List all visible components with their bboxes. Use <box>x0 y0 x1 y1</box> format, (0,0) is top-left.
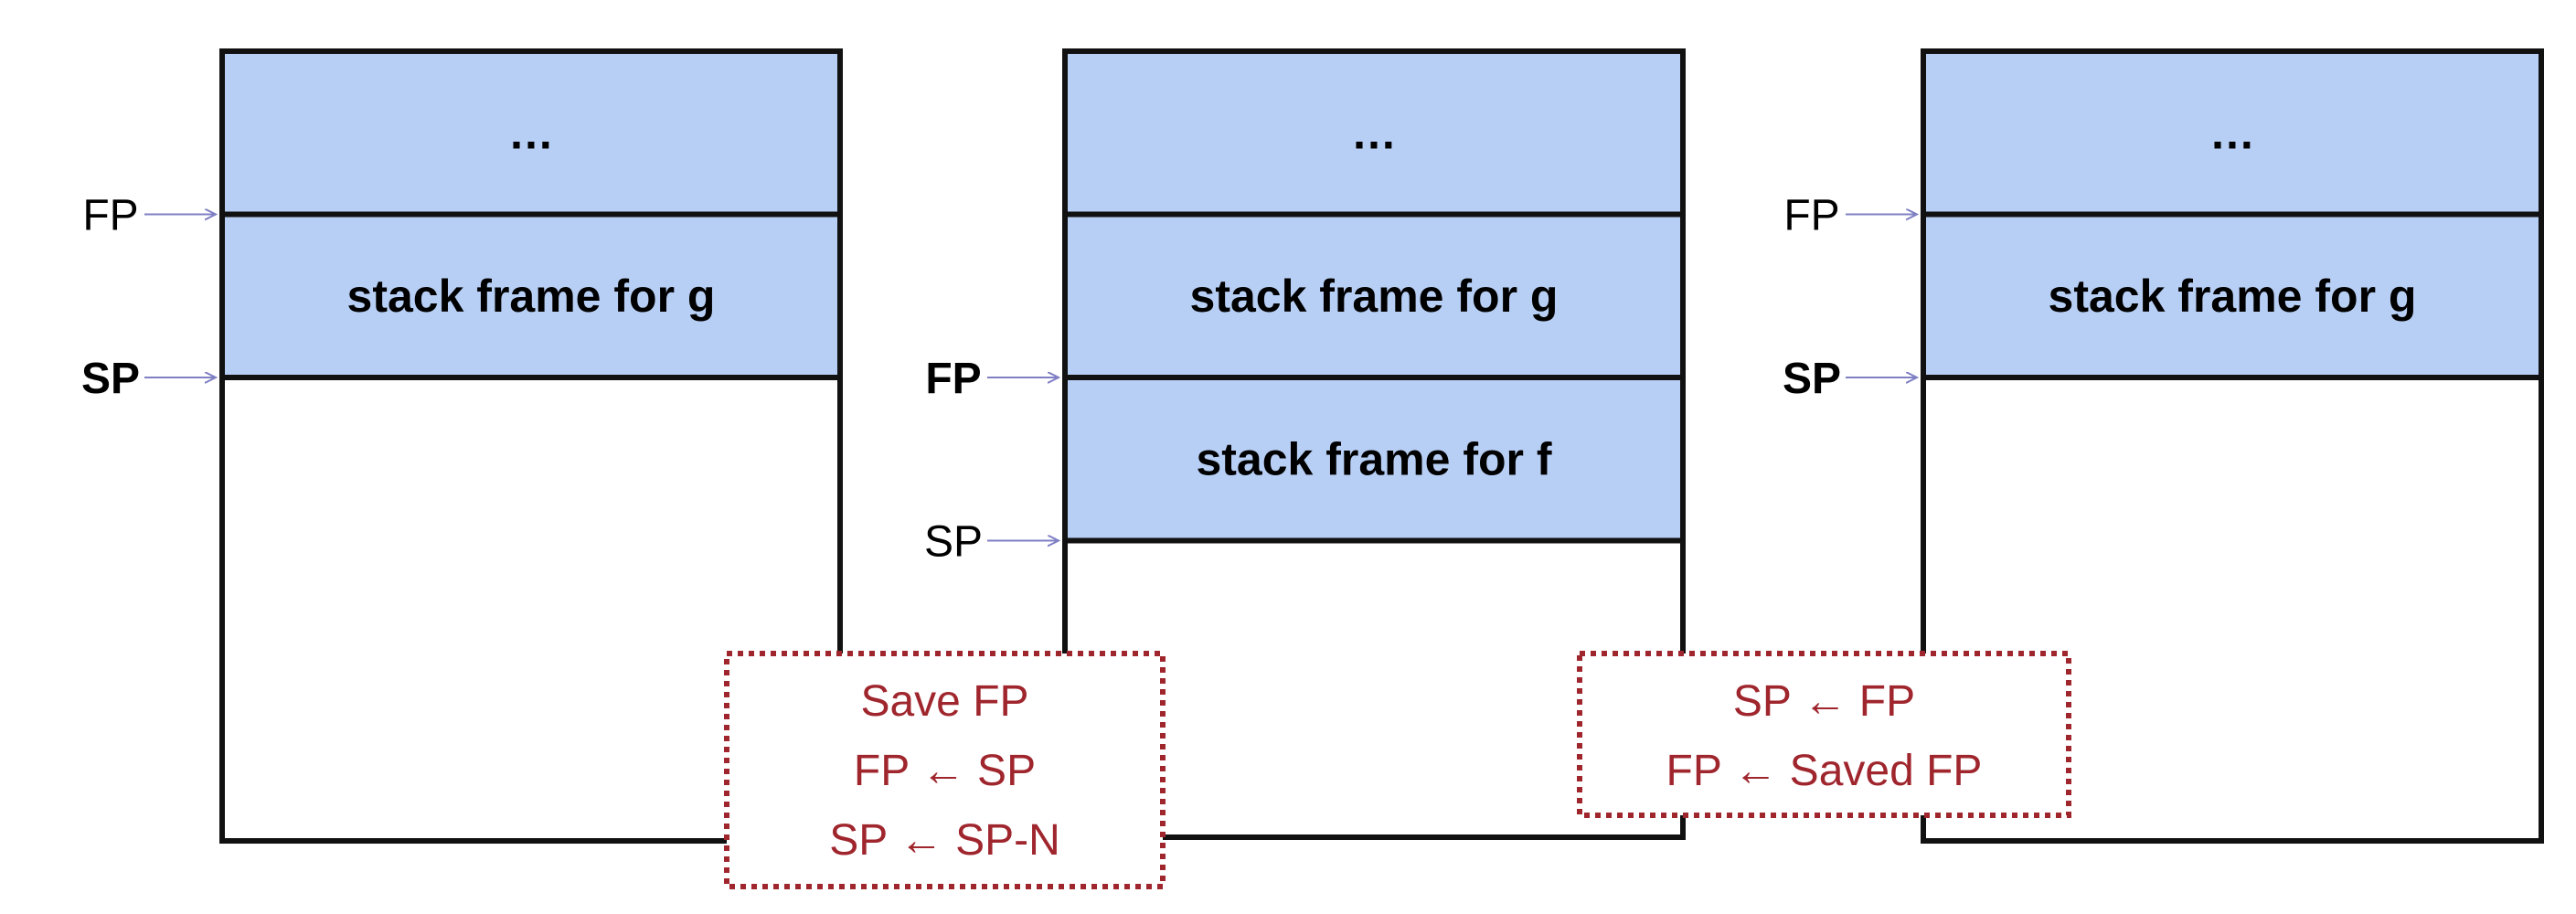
stack-1-cell-1 <box>222 51 840 215</box>
stack-2-fp-label: FP <box>925 355 981 403</box>
epilogue-note-box <box>1577 651 2071 818</box>
stacks: … stack frame for g FP SP … stack frame for g… <box>81 48 2544 844</box>
epilogue-line-1: SP ← FP <box>1733 677 1915 726</box>
stack-2-cell-1-label: … <box>1351 107 1397 158</box>
stack-3: … stack frame for g FP SP <box>1783 48 2544 844</box>
stack-2: … stack frame for g stack frame for f FP SP <box>924 48 1686 840</box>
stack-1-fp-label: FP <box>82 192 138 240</box>
stack-3-cell-2-label: stack frame for g <box>2049 271 2417 322</box>
stack-1-cell-2-label: stack frame for g <box>347 271 716 322</box>
prologue-line-2: FP ← SP <box>854 747 1036 795</box>
prologue-line-1: Save FP <box>860 677 1028 726</box>
stack-2-outline <box>1062 48 1686 840</box>
stack-3-cell-1 <box>1923 51 2541 215</box>
prologue-note: Save FP FP ← SP SP ← SP-N <box>724 651 1166 889</box>
epilogue-line-2: FP ← Saved FP <box>1666 747 1983 795</box>
instruction-notes: Save FP FP ← SP SP ← SP-N SP ← FP FP ← Saved… <box>724 651 2071 889</box>
stack-2-cell-3 <box>1065 377 1683 541</box>
stack-1: … stack frame for g FP SP <box>81 48 843 844</box>
stack-3-cell-2 <box>1923 214 2541 377</box>
stack-2-cell-2-label: stack frame for g <box>1190 271 1559 322</box>
stack-3-outline <box>1921 48 2544 844</box>
stack-3-cell-1-label: … <box>2209 107 2255 158</box>
stack-2-cell-1 <box>1065 51 1683 215</box>
prologue-note-box <box>724 651 1166 889</box>
stack-1-cell-2 <box>222 214 840 377</box>
stack-3-sp-label: SP <box>1783 355 1841 403</box>
stack-1-cell-1-label: … <box>508 107 554 158</box>
epilogue-note: SP ← FP FP ← Saved FP <box>1577 651 2071 818</box>
stack-2-cell-2 <box>1065 214 1683 377</box>
stack-1-sp-label: SP <box>81 355 140 403</box>
stack-3-fp-label: FP <box>1783 192 1839 240</box>
stack-1-outline <box>219 48 843 844</box>
prologue-line-3: SP ← SP-N <box>829 816 1060 865</box>
stack-2-sp-label: SP <box>924 518 983 567</box>
stack-2-cell-3-label: stack frame for f <box>1196 433 1551 484</box>
